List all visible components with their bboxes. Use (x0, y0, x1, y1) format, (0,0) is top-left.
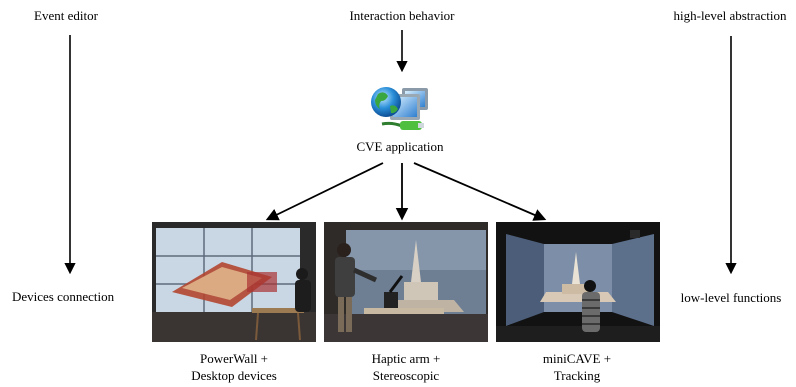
arrow-to-minicave (413, 162, 547, 221)
arrow-to-powerwall (265, 162, 384, 221)
minicave-caption-line1: miniCAVE + (542, 351, 612, 366)
minicave-caption-line2: Tracking (553, 368, 601, 383)
powerwall-photo (152, 222, 316, 342)
powerwall-caption: PowerWall + Desktop devices (159, 350, 309, 384)
haptic-caption-line1: Haptic arm + (371, 351, 441, 366)
interaction-behavior-label: Interaction behavior (349, 8, 455, 23)
minicave-caption: miniCAVE + Tracking (502, 350, 652, 384)
event-editor-label: Event editor (34, 8, 98, 23)
low-level-functions-label: low-level functions (680, 290, 782, 305)
haptic-caption-line2: Stereoscopic (372, 368, 440, 383)
minicave-photo (496, 222, 660, 342)
devices-connection-label: Devices connection (12, 289, 115, 304)
powerwall-caption-line1: PowerWall + (199, 351, 269, 366)
high-level-abstraction-label: high-level abstraction (673, 8, 787, 23)
haptic-caption: Haptic arm + Stereoscopic (331, 350, 481, 384)
powerwall-caption-line2: Desktop devices (191, 368, 277, 383)
cve-application-label: CVE application (356, 139, 444, 154)
computer-network-globe-icon (371, 87, 428, 130)
haptic-arm-photo (324, 222, 488, 342)
